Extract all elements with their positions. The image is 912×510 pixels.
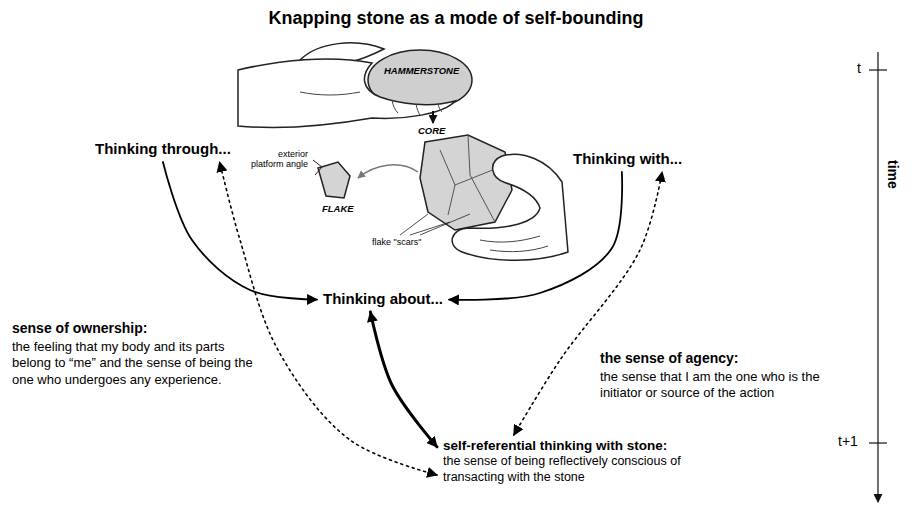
note-body: the feeling that my body and its parts b… [12, 339, 262, 388]
scar-leader [400, 214, 470, 235]
detach-arrow [358, 165, 418, 178]
flake-scar [440, 135, 505, 222]
thought-node: Thinking about... [320, 288, 446, 309]
flow-arrow [370, 312, 437, 447]
axis-label: t+1 [838, 433, 858, 449]
finger-line [480, 236, 548, 252]
node-heading: Thinking about... [320, 288, 446, 309]
part-name: HAMMERSTONE [384, 65, 459, 76]
time-axis [877, 52, 878, 502]
part-name: exterior platform angle [244, 150, 308, 170]
note-heading: the sense of agency: [600, 350, 739, 366]
diagram-title: Knapping stone as a mode of self-boundin… [0, 8, 912, 29]
strike-arrow [432, 111, 434, 123]
node-heading: Thinking through... [92, 138, 234, 159]
hand [452, 154, 568, 260]
part-name: flake "scars" [372, 238, 421, 248]
angle-leader [313, 160, 322, 175]
part-name: FLAKE [322, 203, 354, 214]
axis-label: t [857, 60, 861, 76]
thought-node: Thinking with... [570, 148, 685, 169]
node-body: the sense of being reflectively consciou… [440, 453, 686, 487]
flow-arrow [449, 172, 622, 300]
dotted-connector [220, 162, 437, 475]
axis-tick [869, 442, 887, 443]
flow-arrow [163, 162, 317, 300]
part-name: CORE [418, 125, 445, 136]
flake [318, 162, 350, 198]
axis-tick [869, 69, 887, 70]
axis-title: time [885, 160, 901, 189]
note-heading: sense of ownership: [12, 320, 147, 336]
thought-node: self-referential thinking with stone:the… [440, 438, 686, 487]
note-body: the sense that I am the one who is the i… [600, 369, 835, 402]
node-heading: self-referential thinking with stone: [440, 438, 686, 453]
node-heading: Thinking with... [570, 148, 685, 169]
finger-line [300, 92, 442, 115]
thought-node: Thinking through... [92, 138, 234, 159]
